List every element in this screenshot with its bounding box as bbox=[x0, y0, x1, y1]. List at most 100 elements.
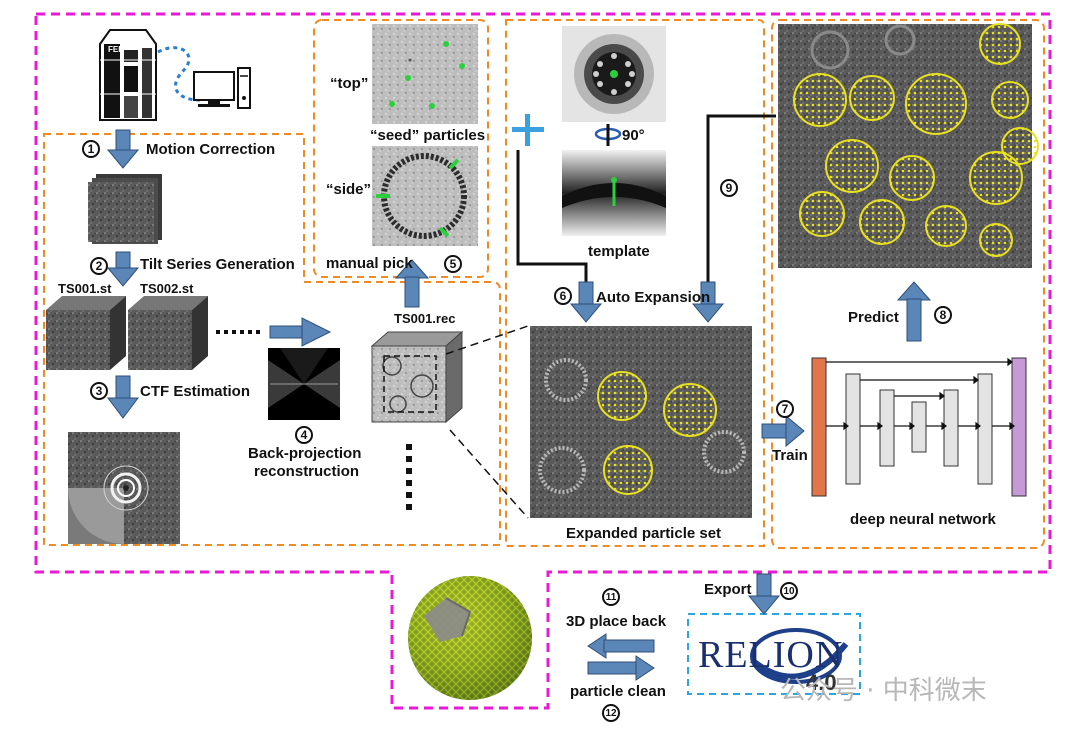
arrow-particle-clean bbox=[587, 655, 655, 681]
deep-neural-network-label: deep neural network bbox=[850, 511, 996, 528]
route-line-template bbox=[516, 150, 588, 284]
step-10-number: 10 bbox=[783, 585, 795, 597]
rotate-icon bbox=[594, 124, 622, 146]
relion-version: 4.0 bbox=[806, 670, 837, 695]
arrow-predict bbox=[896, 281, 932, 342]
step-1-badge: 1 bbox=[82, 140, 100, 158]
zoom-line-top bbox=[445, 325, 529, 355]
step-3-number: 3 bbox=[95, 384, 103, 398]
virus-3d-render bbox=[408, 576, 532, 700]
unet-dec-2 bbox=[943, 389, 959, 467]
expansion-region bbox=[505, 19, 765, 547]
unet-enc-1 bbox=[845, 373, 861, 485]
ctf-estimation-label: CTF Estimation bbox=[140, 383, 251, 400]
step-6-badge: 6 bbox=[554, 287, 572, 305]
step-9-badge: 9 bbox=[720, 179, 738, 197]
template-label: template bbox=[588, 243, 650, 260]
reconstruction-label: reconstruction bbox=[254, 463, 360, 480]
step-11-badge: 11 bbox=[602, 588, 620, 606]
step-12-number: 12 bbox=[605, 707, 617, 719]
step-5-number: 5 bbox=[449, 257, 457, 271]
auto-expansion-label: Auto Expansion bbox=[596, 289, 711, 306]
particle-clean-label: particle clean bbox=[570, 683, 666, 700]
zoom-line-bottom bbox=[449, 429, 529, 519]
step-1-number: 1 bbox=[87, 142, 95, 156]
arrow-tilt-series bbox=[106, 251, 140, 287]
ellipsis-dots bbox=[216, 330, 260, 334]
unet-enc-2 bbox=[879, 389, 895, 467]
arrow-motion-correction bbox=[106, 129, 140, 169]
tilt-series-ts001 bbox=[46, 296, 126, 370]
relion-box bbox=[687, 613, 861, 695]
arrow-place-back bbox=[587, 633, 655, 659]
unet-dec-1 bbox=[977, 373, 993, 485]
template-top-image bbox=[562, 26, 666, 122]
outer-magenta-border bbox=[34, 12, 1052, 710]
fei-label: FEI bbox=[108, 45, 121, 54]
unet-bottleneck bbox=[911, 401, 927, 453]
ts001-st-label: TS001.st bbox=[58, 281, 112, 296]
rotate-90-label: 90° bbox=[622, 127, 645, 144]
arrow-auto-expansion-left bbox=[569, 281, 603, 323]
relion-wordmark: RELION bbox=[698, 634, 844, 676]
unet-diagram bbox=[811, 357, 1027, 497]
seed-particles-label: “seed” particles bbox=[370, 127, 486, 144]
step-8-badge: 8 bbox=[934, 306, 952, 324]
unet-output-block bbox=[1011, 357, 1027, 497]
ts001-rec-label: TS001.rec bbox=[394, 311, 456, 326]
ctf-spectrum-image bbox=[68, 432, 180, 544]
watermark-text: 公众号 · 中科微末 bbox=[780, 676, 987, 706]
step-7-badge: 7 bbox=[776, 400, 794, 418]
arrow-to-reconstruction bbox=[269, 317, 332, 347]
step-11-number: 11 bbox=[605, 591, 617, 603]
expanded-particle-set-label: Expanded particle set bbox=[566, 525, 722, 542]
route-line-predict bbox=[706, 114, 776, 282]
step-4-badge: 4 bbox=[295, 426, 313, 444]
export-label: Export bbox=[704, 581, 752, 598]
tilt-series-ts002 bbox=[128, 296, 208, 370]
relion-logo bbox=[750, 628, 849, 684]
prediction-image bbox=[778, 23, 1039, 268]
microscope-icon bbox=[99, 29, 157, 121]
cable-dotted bbox=[157, 46, 201, 102]
tomogram-cube bbox=[370, 330, 464, 424]
step-8-number: 8 bbox=[939, 308, 947, 322]
step-4-number: 4 bbox=[300, 428, 308, 442]
step-3-badge: 3 bbox=[90, 382, 108, 400]
step-6-number: 6 bbox=[559, 289, 567, 303]
tilt-series-generation-label: Tilt Series Generation bbox=[140, 256, 295, 273]
template-side-image bbox=[562, 150, 666, 236]
top-label: “top” bbox=[330, 75, 369, 92]
step-12-badge: 12 bbox=[602, 704, 620, 722]
preprocessing-region bbox=[43, 133, 501, 546]
place-back-label: 3D place back bbox=[566, 613, 667, 630]
step-2-number: 2 bbox=[95, 259, 103, 273]
train-label: Train bbox=[772, 447, 808, 464]
motion-correction-label: Motion Correction bbox=[146, 141, 276, 158]
plus-icon bbox=[512, 114, 544, 146]
micrograph-stack bbox=[88, 174, 162, 244]
step-9-number: 9 bbox=[725, 181, 733, 195]
expanded-particle-image bbox=[530, 326, 752, 518]
step-5-badge: 5 bbox=[444, 255, 462, 273]
back-projection-image bbox=[268, 348, 340, 420]
back-projection-label: Back-projection bbox=[248, 445, 362, 462]
arrow-ctf bbox=[107, 375, 139, 419]
arrow-export bbox=[747, 573, 781, 615]
manual-pick-region bbox=[313, 19, 489, 278]
unet-input-block bbox=[811, 357, 827, 497]
step-10-badge: 10 bbox=[780, 582, 798, 600]
arrow-train bbox=[761, 414, 805, 448]
step-7-number: 7 bbox=[781, 402, 789, 416]
predict-label: Predict bbox=[848, 309, 899, 326]
manual-pick-label: manual pick bbox=[326, 255, 413, 272]
arrow-auto-expansion-right bbox=[691, 281, 725, 323]
side-view-image bbox=[372, 146, 478, 246]
step-2-badge: 2 bbox=[90, 257, 108, 275]
arrow-to-manual-pick bbox=[394, 259, 430, 308]
computer-icon bbox=[193, 67, 251, 109]
ts002-st-label: TS002.st bbox=[140, 281, 194, 296]
vertical-ellipsis bbox=[406, 444, 412, 510]
